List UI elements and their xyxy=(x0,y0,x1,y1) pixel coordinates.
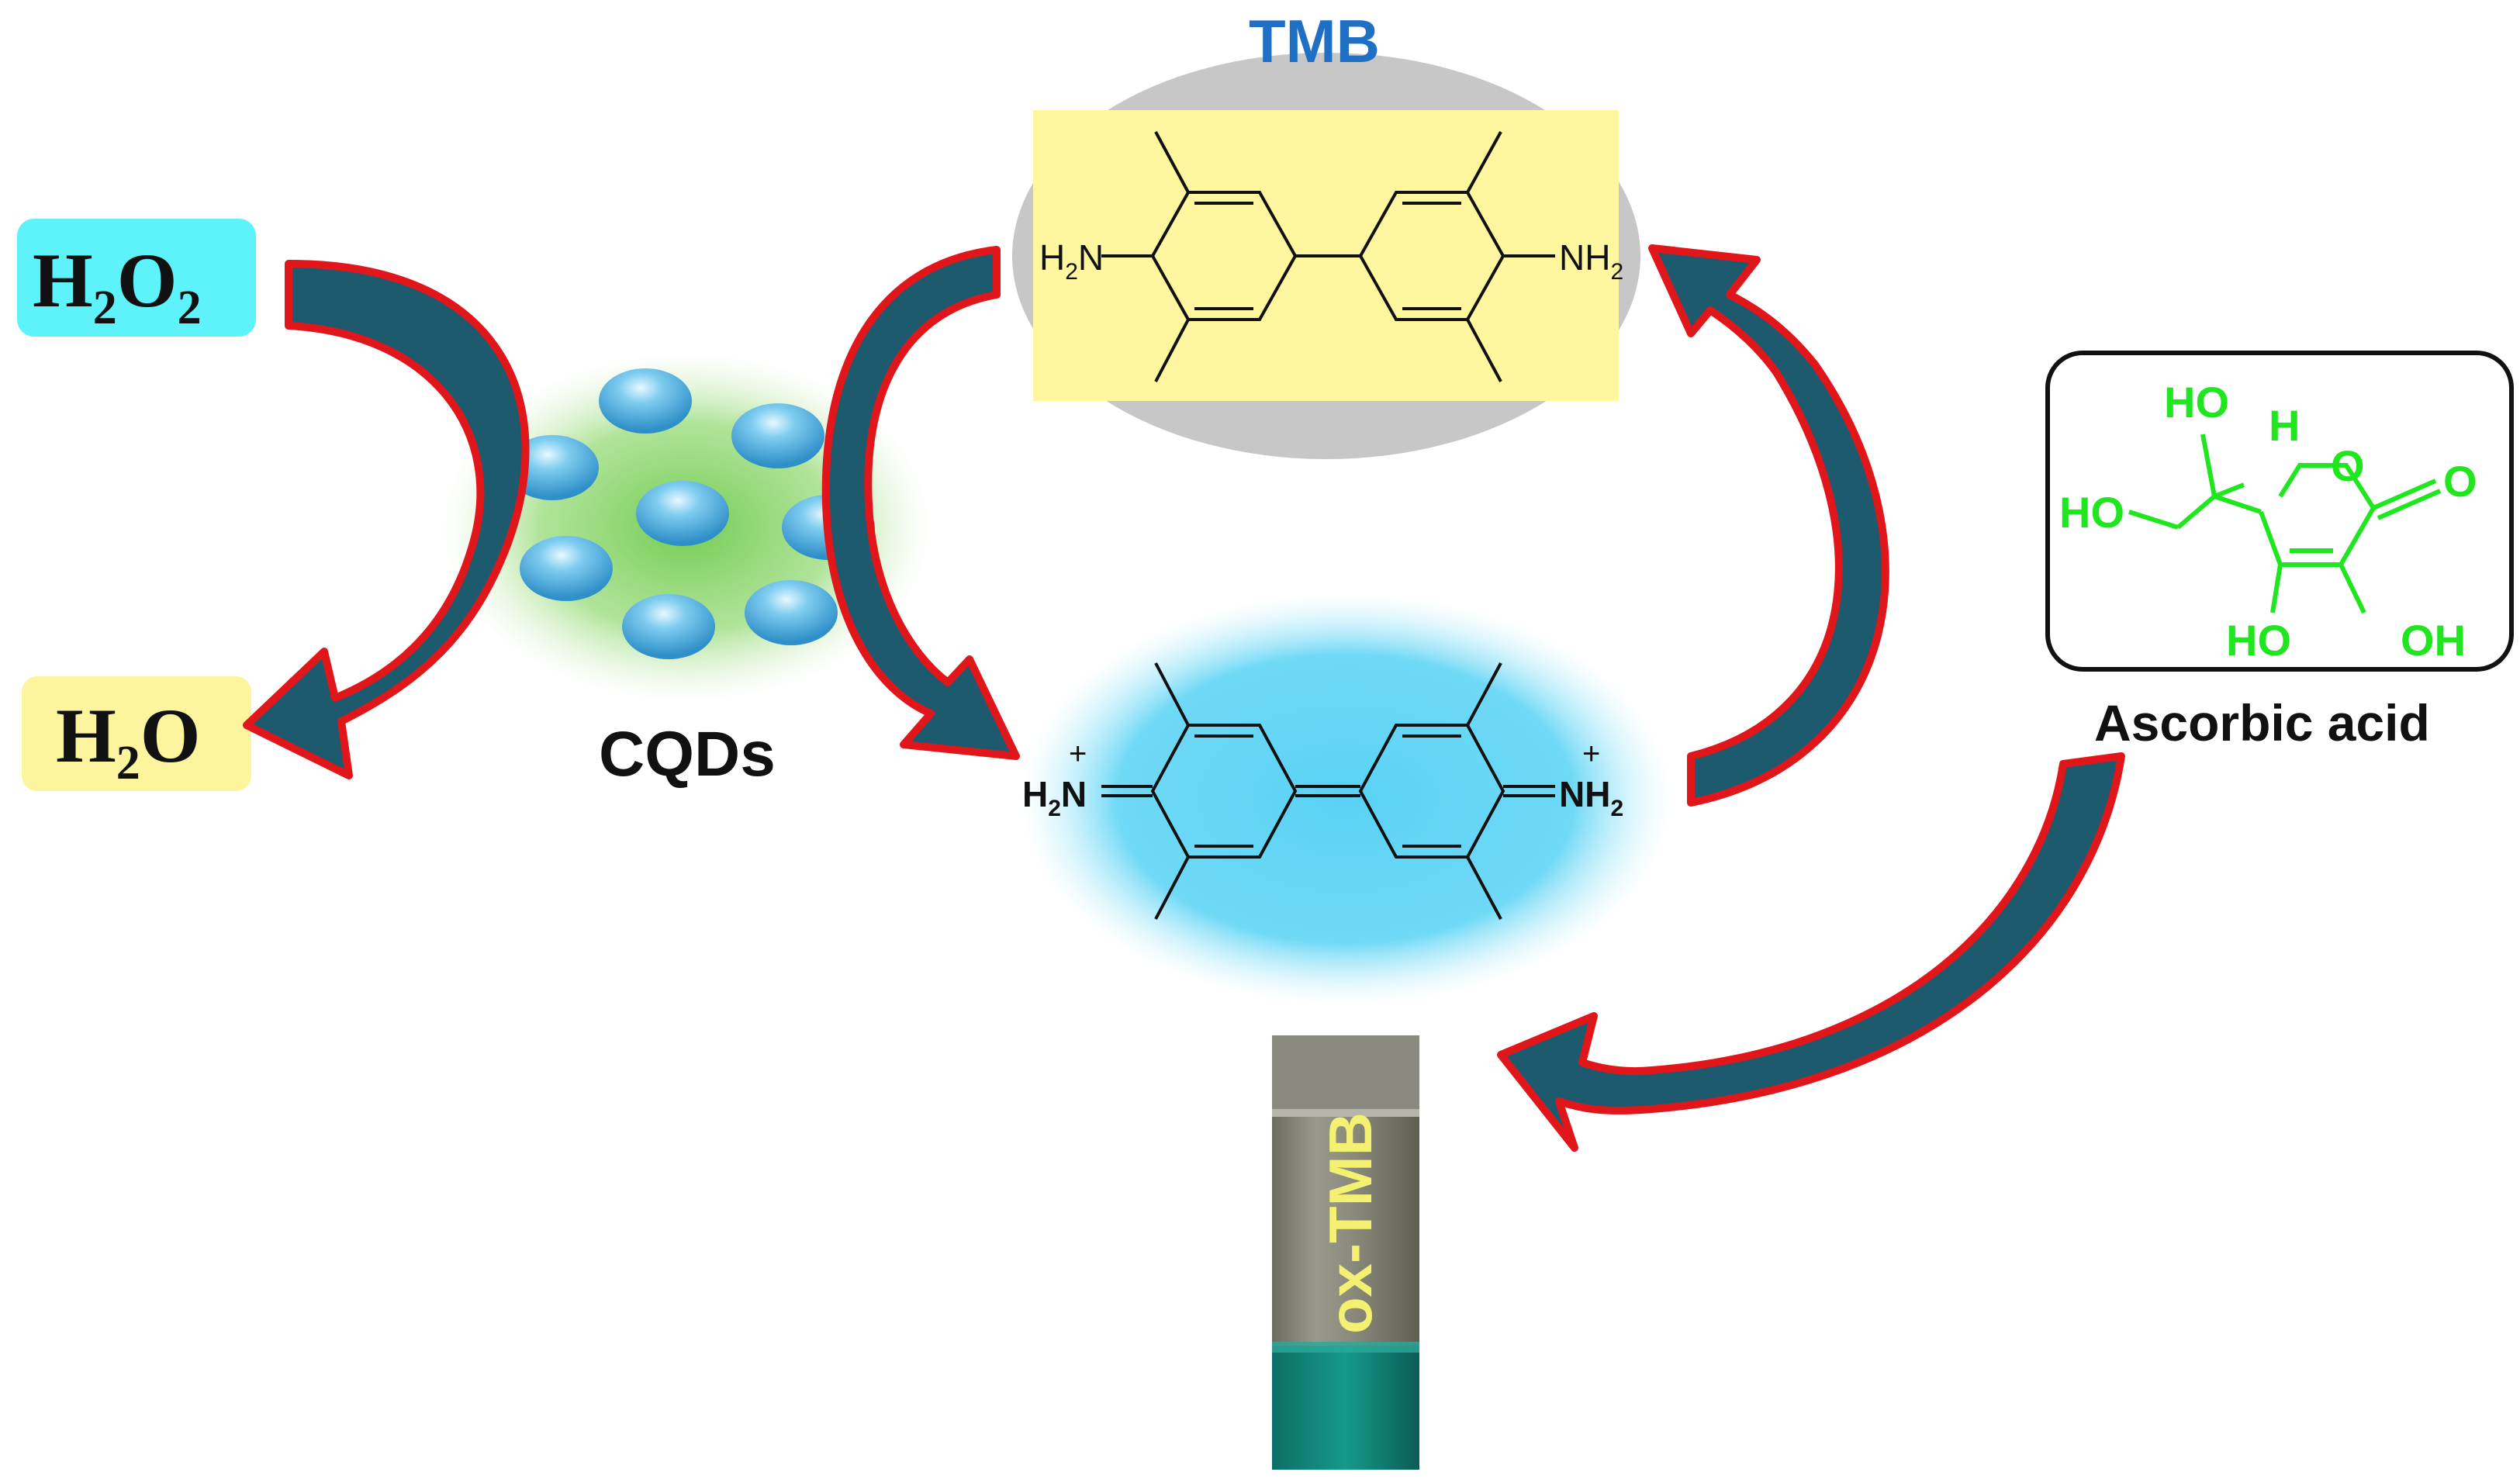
arrows xyxy=(243,244,2125,1152)
asc-ho-bottom: HO xyxy=(2226,616,2291,665)
svg-text:NH2: NH2 xyxy=(1559,774,1623,821)
arrow-tmb-to-oxtmb xyxy=(821,246,1020,760)
arrow-h2o2-to-h2o xyxy=(243,260,530,779)
asc-h: H xyxy=(2269,401,2300,450)
cqd-dot xyxy=(622,594,715,659)
svg-text:H2O: H2O xyxy=(56,693,201,790)
oxtmb-right-nh: NH xyxy=(1559,774,1610,814)
tmb-right-nh: NH xyxy=(1559,237,1610,278)
oxtmb-right-charge: + xyxy=(1582,737,1600,771)
cqds-label: CQDs xyxy=(599,719,776,790)
oxtmb-left-h: H xyxy=(1022,774,1048,814)
oxtmb-vial: ox-TMB xyxy=(1272,1035,1419,1470)
h2o-h: H xyxy=(56,693,116,779)
asc-ho-left: HO xyxy=(2059,488,2124,537)
ascorbic-acid-box: HO H O O HO HO OH xyxy=(2045,351,2514,672)
h2o2-h: H xyxy=(33,237,93,323)
h2o2-o: O xyxy=(117,237,178,323)
tmb-right-sub: 2 xyxy=(1610,259,1623,285)
oxtmb-molecule: H2N + NH2 + xyxy=(1020,593,1671,1004)
asc-o-ring: O xyxy=(2331,441,2365,490)
tmb-molecule: TMB H2N NH2 xyxy=(1012,7,1640,459)
cqd-dot xyxy=(599,368,692,434)
oxtmb-left-n: N xyxy=(1061,774,1087,814)
tmb-left-n: N xyxy=(1078,237,1104,278)
h2o2-sub2: 2 xyxy=(178,282,202,334)
svg-text:H2O2: H2O2 xyxy=(33,237,202,334)
asc-ho-top: HO xyxy=(2164,378,2229,427)
asc-oh-bottom: OH xyxy=(2401,616,2466,665)
cqd-dot xyxy=(731,403,824,468)
vial-label: ox-TMB xyxy=(1316,1112,1384,1334)
svg-text:H2N: H2N xyxy=(1039,237,1104,285)
h2o-o: O xyxy=(140,693,201,779)
cqd-dot xyxy=(745,580,838,645)
h2o2-box: H2O2 xyxy=(17,219,256,337)
h2o-box: H2O xyxy=(22,676,251,791)
svg-text:NH2: NH2 xyxy=(1559,237,1623,285)
arrow-oxtmb-to-tmb xyxy=(1648,244,1889,807)
arrow-ascorbic-to-oxtmb xyxy=(1497,752,2125,1152)
cqd-cluster xyxy=(442,353,931,702)
asc-o-keto: O xyxy=(2443,457,2477,506)
oxtmb-right-sub: 2 xyxy=(1610,796,1623,821)
cqd-dot xyxy=(520,536,613,601)
tmb-title: TMB xyxy=(1249,7,1380,75)
h2o-sub1: 2 xyxy=(116,737,140,790)
tmb-left-sub: 2 xyxy=(1065,259,1078,285)
oxtmb-left-charge: + xyxy=(1069,737,1087,771)
oxtmb-left-sub: 2 xyxy=(1048,796,1061,821)
cqd-dot xyxy=(636,481,729,546)
h2o2-sub1: 2 xyxy=(93,282,117,334)
svg-text:H2N: H2N xyxy=(1022,774,1087,821)
tmb-left-h: H xyxy=(1039,237,1065,278)
ascorbic-acid-label: Ascorbic acid xyxy=(2094,694,2430,752)
